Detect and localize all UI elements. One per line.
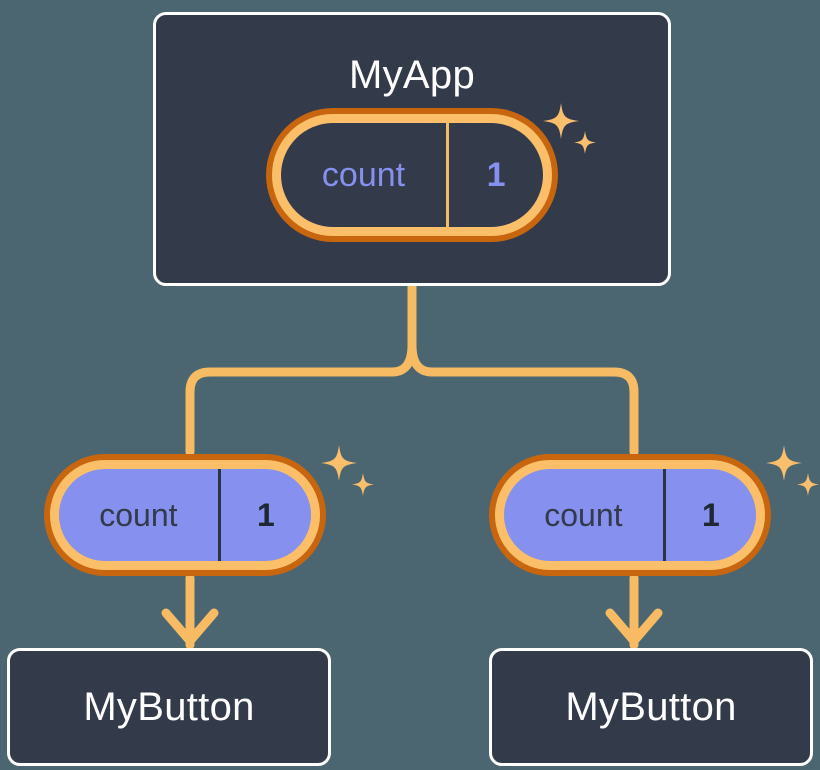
state-pill-child-right[interactable]: count 1 [489,454,771,576]
state-value-label: 1 [701,496,720,533]
sparkle-icon [315,443,377,505]
arrowhead-right [605,608,663,646]
state-key-label: count [99,496,178,533]
state-pill-child-left[interactable]: count 1 [44,454,326,576]
component-title-mybutton-left: MyButton [83,685,255,729]
connector-branch-left [185,340,417,457]
sparkle-small-star [797,473,819,496]
sparkle-icon [760,443,820,505]
component-title-myapp: MyApp [349,53,475,97]
state-key-label: count [321,155,406,194]
sparkle-large-star [321,445,357,481]
state-pill-body: count 1 [281,123,543,227]
state-key-cell: count [59,469,218,561]
state-key-cell: count [281,123,446,227]
state-value-label: 1 [486,155,506,194]
state-key-label: count [544,496,623,533]
state-pill-body: count 1 [504,469,756,561]
state-pill-body: count 1 [59,469,311,561]
component-title-mybutton-right: MyButton [565,685,737,729]
state-value-cell: 1 [217,469,311,561]
state-pill-ring-inner: count 1 [50,460,320,570]
state-value-cell: 1 [662,469,756,561]
component-box-mybutton-right[interactable]: MyButton [489,648,813,766]
state-value-label: 1 [256,496,275,533]
sparkle-small-star [352,473,374,496]
arrowhead-left [161,608,219,646]
connector-branch-right [407,340,639,457]
sparkle-large-star [766,445,802,481]
component-box-mybutton-left[interactable]: MyButton [7,648,331,766]
state-pill-myapp[interactable]: count 1 [266,108,558,242]
state-value-cell: 1 [446,123,543,227]
state-pill-ring-inner: count 1 [272,114,552,236]
state-key-cell: count [504,469,663,561]
state-pill-ring-inner: count 1 [495,460,765,570]
